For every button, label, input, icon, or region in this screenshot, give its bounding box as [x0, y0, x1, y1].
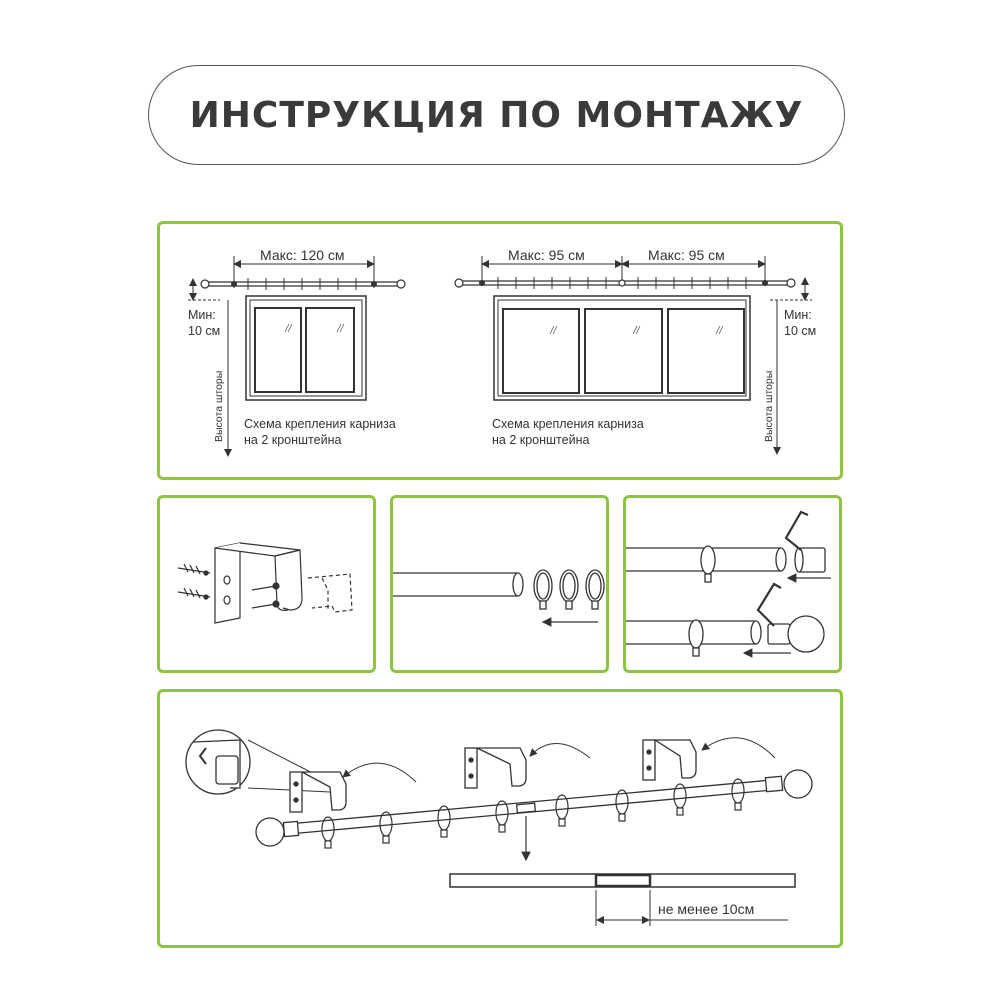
- ring-icon: [688, 619, 704, 657]
- detail-zoom-icon: [185, 729, 331, 795]
- ring-icon: [495, 800, 509, 833]
- hex-key-icon: [784, 510, 809, 551]
- finial-ball-icon: [783, 769, 813, 799]
- ring-icon: [533, 569, 553, 610]
- page-title: ИНСТРУКЦИЯ ПО МОНТАЖУ: [189, 94, 804, 136]
- scheme-caption-line2: на 2 кронштейна: [244, 433, 341, 447]
- ring-icon: [379, 811, 393, 844]
- overlap-detail: не менее 10см: [449, 873, 796, 926]
- connector-icon: [618, 279, 626, 287]
- max-width-label-left: Макс: 95 см: [508, 247, 585, 263]
- rod-connector-icon: [515, 802, 537, 814]
- window-schemes-diagram: Макс: 120 см Мин: 10 см Высота шторы: [188, 247, 816, 457]
- finial-icon: [396, 279, 406, 289]
- rings-on-rod-diagram: [393, 569, 605, 627]
- ring-icon: [615, 789, 629, 822]
- hex-key-icon: [756, 582, 782, 627]
- bracket-icon: [289, 771, 347, 813]
- finial-ball-icon: [767, 615, 825, 653]
- bracket-icon: [464, 747, 527, 789]
- panel-assembly: не менее 10см: [157, 689, 843, 948]
- finial-install-diagram: [626, 510, 831, 658]
- ring-icon: [585, 569, 605, 610]
- overlap-label: не менее 10см: [658, 901, 754, 917]
- bracket-mounting-diagram: [177, 542, 353, 624]
- ring-icon: [559, 569, 579, 610]
- panel-finial-install: [623, 495, 842, 673]
- scheme-caption-line1: Схема крепления карниза: [492, 417, 644, 431]
- min-label-line2: 10 см: [784, 324, 816, 338]
- scheme-two-bracket-small: Макс: 120 см Мин: 10 см Высота шторы: [188, 247, 406, 457]
- install-arrow-icon: [529, 743, 591, 759]
- rings-on-rod: [321, 778, 745, 849]
- max-width-label: Макс: 120 см: [260, 247, 345, 263]
- finial-ball-icon: [255, 817, 285, 847]
- bracket-icon: [762, 280, 768, 286]
- install-arrow-icon: [342, 762, 417, 783]
- bracket-icon: [642, 739, 697, 781]
- bracket-icon: [231, 281, 237, 287]
- ring-icon: [673, 783, 687, 816]
- window-three-pane-icon: [493, 295, 751, 401]
- scheme-caption-line1: Схема крепления карниза: [244, 417, 396, 431]
- finial-icon: [786, 278, 796, 288]
- finial-icon: [454, 278, 464, 288]
- bracket-icon: [479, 280, 485, 286]
- title-banner: ИНСТРУКЦИЯ ПО МОНТАЖУ: [148, 65, 845, 165]
- ring-icon: [731, 778, 745, 811]
- panel-bracket-mounting: [157, 495, 376, 673]
- bracket-icon: [371, 281, 377, 287]
- end-cap-icon: [794, 547, 826, 573]
- ring-icon: [321, 816, 335, 849]
- install-arrow-icon: [701, 737, 776, 759]
- min-label-line1: Мин:: [188, 308, 216, 322]
- curtain-height-label: Высота шторы: [213, 371, 225, 442]
- ring-icon: [555, 794, 569, 827]
- panel-window-schemes: Макс: 120 см Мин: 10 см Высота шторы: [157, 221, 843, 480]
- scheme-two-bracket-large: Макс: 95 см Макс: 95 см Мин:: [454, 247, 816, 455]
- finial-icon: [200, 279, 210, 289]
- min-label-line1: Мин:: [784, 308, 812, 322]
- assembly-diagram: не менее 10см: [185, 729, 813, 926]
- scheme-caption-line2: на 2 кронштейна: [492, 433, 589, 447]
- curtain-height-label: Высота шторы: [763, 371, 775, 442]
- rod-end-icon: [512, 572, 524, 597]
- ring-icon: [700, 545, 716, 583]
- bracket-plate-icon: [214, 542, 241, 624]
- max-width-label-right: Макс: 95 см: [648, 247, 725, 263]
- ring-icon: [437, 805, 451, 838]
- min-label-line2: 10 см: [188, 324, 220, 338]
- panel-rings-on-rod: [390, 495, 609, 673]
- window-two-pane-icon: [245, 295, 367, 401]
